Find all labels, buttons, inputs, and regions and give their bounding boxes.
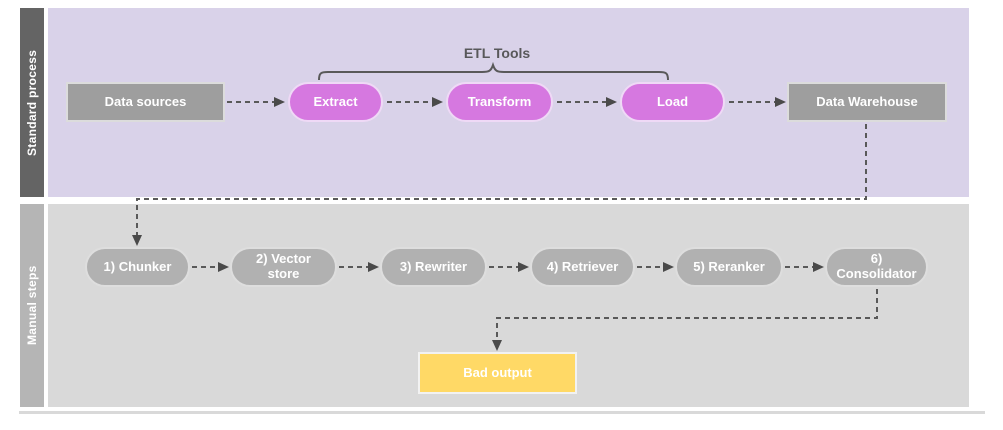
chunker-node: 1) Chunker — [85, 247, 190, 287]
standard-process-lane-label: Standard process — [20, 8, 44, 197]
transform-node: Transform — [446, 82, 553, 122]
data-sources-node: Data sources — [66, 82, 225, 122]
rewriter-node: 3) Rewriter — [380, 247, 487, 287]
vector-store-node: 2) Vector store — [230, 247, 337, 287]
extract-node: Extract — [288, 82, 383, 122]
reranker-node: 5) Reranker — [675, 247, 783, 287]
manual-steps-lane-label: Manual steps — [20, 204, 44, 407]
consolidator-node: 6) Consolidator — [825, 247, 928, 287]
retriever-node: 4) Retriever — [530, 247, 635, 287]
bottom-divider — [19, 411, 985, 414]
etl-tools-label: ETL Tools — [463, 45, 531, 61]
load-node: Load — [620, 82, 725, 122]
bad-output-node: Bad output — [418, 352, 577, 394]
data-warehouse-node: Data Warehouse — [787, 82, 947, 122]
